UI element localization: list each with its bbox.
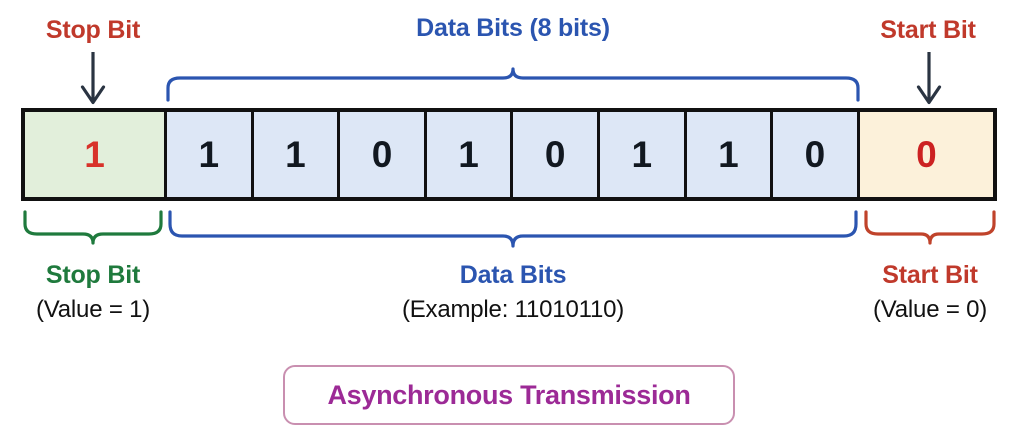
- start-bit-bottom-curly-brace-down-icon: [864, 210, 996, 245]
- top-label-start-bit: Start Bit: [880, 16, 976, 44]
- start-arrow-down-icon: [916, 52, 942, 105]
- data-bit-cell-3: 1: [426, 112, 514, 197]
- data-bit-value-7: 0: [804, 133, 826, 175]
- bottom-label-data-bits-title: Data Bits: [459, 261, 567, 289]
- data-bit-value-3: 1: [458, 133, 479, 175]
- stop-bit-bottom-curly-brace-down-icon: [23, 210, 163, 245]
- data-bit-cell-7: 0: [773, 112, 860, 197]
- data-bit-cell-2: 0: [340, 112, 427, 197]
- data-bits-bottom-curly-brace-down-icon: [168, 210, 858, 248]
- start-bit-value: 0: [916, 133, 937, 175]
- data-bits-top-curly-brace-up-icon: [166, 67, 860, 102]
- stop-bit-value: 1: [84, 133, 105, 175]
- stop-bit-cell: 1: [25, 112, 167, 197]
- data-bit-cell-1: 1: [253, 112, 341, 197]
- data-bit-value-4: 0: [544, 133, 566, 175]
- start-bit-cell: 0: [859, 112, 993, 197]
- bottom-label-stop-bit-title: Stop Bit: [45, 261, 141, 289]
- transmission-mode-pill: Asynchronous Transmission: [283, 365, 735, 425]
- data-bit-cell-6: 1: [686, 112, 774, 197]
- bottom-label-data-bits-example: (Example: 11010110): [401, 296, 625, 323]
- uart-bit-frame: 1 1 1 0 1 0 1 1 0 0: [21, 108, 997, 201]
- data-bit-cell-4: 0: [513, 112, 600, 197]
- stop-arrow-down-icon: [80, 52, 106, 105]
- top-label-stop-bit: Stop Bit: [45, 16, 141, 44]
- data-bit-cell-5: 1: [599, 112, 687, 197]
- data-bit-value-5: 1: [631, 133, 653, 175]
- data-bit-cell-0: 1: [167, 112, 254, 197]
- data-bit-value-2: 0: [371, 133, 393, 175]
- transmission-mode-label: Asynchronous Transmission: [327, 379, 691, 410]
- bottom-label-stop-bit-value: (Value = 1): [35, 296, 151, 323]
- data-bit-value-0: 1: [198, 133, 220, 175]
- top-label-data-bits: Data Bits (8 bits): [416, 14, 610, 42]
- bottom-label-start-bit-title: Start Bit: [882, 261, 978, 289]
- data-bit-value-1: 1: [285, 133, 306, 175]
- data-bit-value-6: 1: [718, 133, 739, 175]
- bottom-label-start-bit-value: (Value = 0): [872, 296, 988, 323]
